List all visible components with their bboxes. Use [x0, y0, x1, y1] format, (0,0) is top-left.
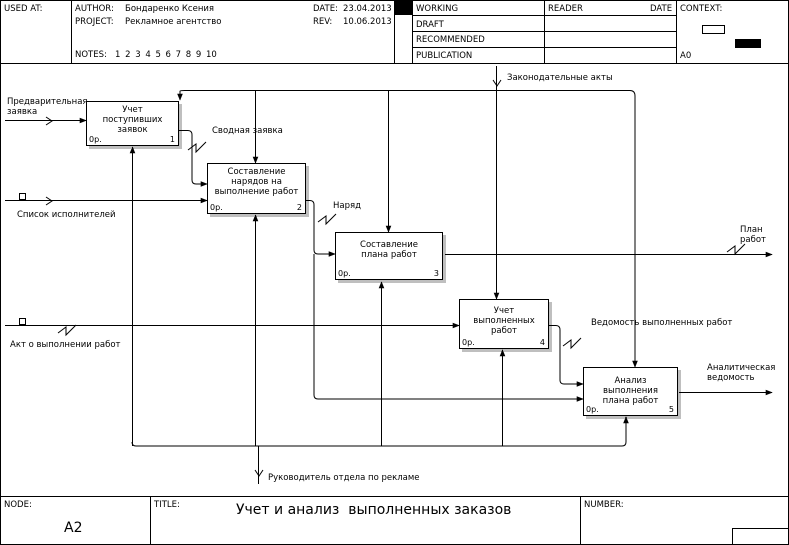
node-label: NODE:	[4, 500, 32, 510]
notes-value: 1 2 3 4 5 6 7 8 9 10	[115, 50, 217, 60]
activity-box-title: Учет поступивших заявок	[102, 105, 163, 135]
status-working: WORKING	[416, 4, 459, 14]
activity-box-number: 4	[539, 338, 545, 347]
title-label: TITLE:	[154, 500, 180, 510]
activity-box-number: 5	[668, 405, 674, 414]
status-draft: DRAFT	[416, 20, 444, 30]
label-completion-act: Акт о выполнении работ	[10, 340, 121, 350]
status-publication: PUBLICATION	[416, 51, 473, 61]
working-status-marker	[395, 1, 412, 15]
activity-box-title: Составление нарядов на выполнение работ	[214, 167, 299, 197]
activity-box-cost: 0р.	[89, 135, 102, 144]
context-node-marker	[735, 39, 761, 48]
activity-box-2[interactable]: Составление нарядов на выполнение работ …	[207, 163, 306, 214]
label-preliminary-request: Предварительная заявка	[7, 97, 88, 117]
number-label: NUMBER:	[584, 500, 624, 510]
date-label: DATE:	[313, 4, 338, 14]
date-value: 23.04.2013	[343, 4, 392, 14]
project-label: PROJECT:	[75, 17, 114, 27]
activity-box-cost: 0р.	[462, 338, 475, 347]
activity-box-title: Составление плана работ	[360, 240, 418, 260]
label-summary-request: Сводная заявка	[212, 126, 283, 136]
label-department-head: Руководитель отдела по рекламе	[268, 473, 420, 483]
project-value: Рекламное агентство	[125, 17, 222, 27]
context-node: A0	[680, 51, 692, 61]
used-at-label: USED AT:	[4, 4, 43, 14]
rev-label: REV:	[313, 17, 333, 27]
label-completed-works-sheet: Ведомость выполненных работ	[591, 318, 733, 328]
status-recommended: RECOMMENDED	[416, 35, 485, 45]
label-performers-list: Список исполнителей	[17, 210, 116, 220]
activity-box-cost: 0р.	[338, 269, 351, 278]
notes-label: NOTES:	[75, 50, 107, 60]
node-value: A2	[64, 520, 83, 536]
reader-label: READER	[548, 4, 583, 14]
author-value: Бондаренко Ксения	[125, 4, 215, 14]
diagram-title: Учет и анализ выполненных заказов	[236, 502, 512, 518]
activity-box-title: Анализ выполнения плана работ	[602, 376, 659, 406]
activity-box-4[interactable]: Учет выполненных работ 0р. 4	[459, 299, 549, 349]
context-label: CONTEXT:	[680, 4, 723, 14]
rev-value: 10.06.2013	[343, 17, 392, 27]
activity-box-title: Учет выполненных работ	[473, 306, 535, 336]
activity-box-1[interactable]: Учет поступивших заявок 0р. 1	[86, 101, 179, 146]
label-work-order: Наряд	[333, 201, 361, 211]
activity-box-number: 3	[433, 269, 439, 278]
label-work-plan: План работ	[740, 225, 766, 245]
label-legislation: Законодательные акты	[507, 73, 613, 83]
activity-box-cost: 0р.	[210, 203, 223, 212]
reader-date-label: DATE	[650, 4, 673, 14]
author-label: AUTHOR:	[75, 4, 114, 14]
activity-box-cost: 0р.	[586, 405, 599, 414]
activity-box-number: 2	[296, 203, 302, 212]
activity-box-3[interactable]: Составление плана работ 0р. 3	[335, 232, 443, 280]
activity-box-5[interactable]: Анализ выполнения плана работ 0р. 5	[583, 367, 678, 416]
label-analytical-sheet: Аналитическая ведомость	[707, 363, 776, 383]
activity-box-number: 1	[169, 135, 175, 144]
